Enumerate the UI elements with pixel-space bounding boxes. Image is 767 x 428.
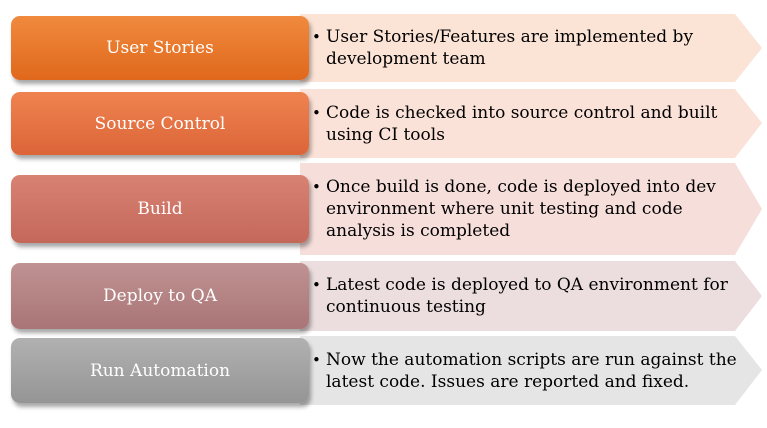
arrow-shape bbox=[300, 261, 762, 331]
step-box: Run Automation bbox=[11, 338, 309, 403]
arrow-shape bbox=[300, 89, 762, 158]
step-label: Build bbox=[137, 199, 183, 219]
step-row-build: Build • Once build is done, code is depl… bbox=[0, 163, 767, 255]
step-row-deploy-to-qa: Deploy to QA • Latest code is deployed t… bbox=[0, 261, 767, 331]
bullet-icon: • bbox=[312, 178, 321, 196]
arrow-shape bbox=[300, 336, 762, 405]
step-description: • Code is checked into source control an… bbox=[312, 89, 742, 158]
step-row-user-stories: User Stories • User Stories/Features are… bbox=[0, 14, 767, 82]
bullet-icon: • bbox=[312, 103, 321, 122]
step-description: • Once build is done, code is deployed i… bbox=[312, 163, 742, 255]
step-description: • Latest code is deployed to QA environm… bbox=[312, 261, 742, 331]
arrow-shape bbox=[300, 163, 762, 255]
description-text: Now the automation scripts are run again… bbox=[326, 349, 737, 392]
description-text: Once build is done, code is deployed int… bbox=[326, 177, 716, 241]
step-arrow bbox=[300, 336, 762, 405]
step-description: • User Stories/Features are implemented … bbox=[312, 14, 742, 82]
step-arrow bbox=[300, 14, 762, 82]
step-arrow bbox=[300, 261, 762, 331]
step-arrow bbox=[300, 163, 762, 255]
bullet-icon: • bbox=[312, 276, 321, 294]
bullet-icon: • bbox=[312, 350, 321, 369]
step-box: Build bbox=[11, 175, 309, 243]
step-box: Source Control bbox=[11, 92, 309, 155]
description-text: Latest code is deployed to QA environmen… bbox=[326, 275, 728, 317]
description-text: Code is checked into source control and … bbox=[326, 102, 718, 145]
step-description: • Now the automation scripts are run aga… bbox=[312, 336, 742, 405]
step-box: User Stories bbox=[11, 16, 309, 80]
description-text: User Stories/Features are implemented by… bbox=[326, 27, 694, 69]
step-arrow bbox=[300, 89, 762, 158]
step-row-run-automation: Run Automation • Now the automation scri… bbox=[0, 336, 767, 405]
step-label: Run Automation bbox=[89, 360, 231, 381]
step-box: Deploy to QA bbox=[11, 263, 309, 329]
arrow-shape bbox=[300, 14, 762, 82]
step-label: User Stories bbox=[106, 38, 214, 58]
step-label: Source Control bbox=[94, 113, 226, 134]
step-row-source-control: Source Control • Code is checked into so… bbox=[0, 89, 767, 158]
step-label: Deploy to QA bbox=[103, 286, 217, 306]
bullet-icon: • bbox=[312, 28, 321, 46]
